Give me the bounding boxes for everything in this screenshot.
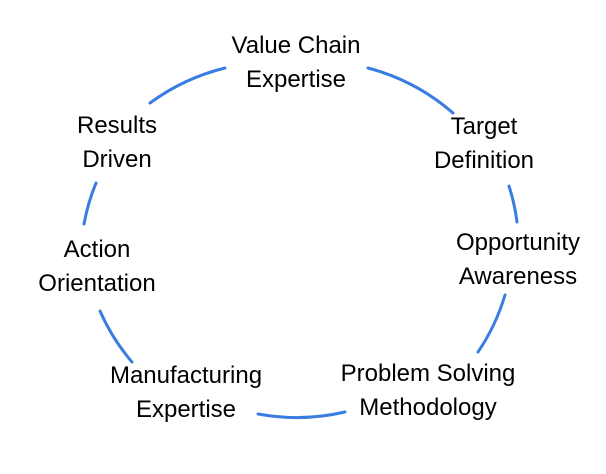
ring-arc-3 xyxy=(476,293,507,354)
node-label-line-1: Results xyxy=(76,112,158,139)
node-label-line-1: Problem Solving xyxy=(340,360,516,387)
node-label-line-2: Definition xyxy=(433,147,535,174)
node-label-line-2: Expertise xyxy=(135,396,237,423)
ring-arc-6 xyxy=(82,181,98,226)
node-label-line-1: Manufacturing xyxy=(109,362,263,389)
node-problem-solving-methodology: Problem Solving Methodology xyxy=(341,357,516,425)
ring-arc-7 xyxy=(148,66,227,105)
node-action-orientation: Action Orientation xyxy=(38,233,155,301)
ring-arc-1 xyxy=(366,66,455,115)
node-label-line-2: Driven xyxy=(82,146,152,173)
node-label-line-1: Value Chain xyxy=(231,32,361,59)
node-results-driven: Results Driven xyxy=(77,109,157,177)
ring-arc-5 xyxy=(98,309,134,364)
node-label-line-2: Orientation xyxy=(38,270,156,297)
node-label-line-1: Target xyxy=(450,113,518,140)
node-label-line-1: Action xyxy=(63,236,131,263)
node-target-definition: Target Definition xyxy=(434,110,534,178)
node-label-line-2: Awareness xyxy=(458,263,578,290)
ring-arc-4 xyxy=(256,410,347,419)
node-label-line-2: Methodology xyxy=(359,394,497,421)
ring-arc-2 xyxy=(507,184,519,224)
node-value-chain-expertise: Value Chain Expertise xyxy=(232,29,361,97)
node-label-line-2: Expertise xyxy=(245,66,347,93)
node-opportunity-awareness: Opportunity Awareness xyxy=(456,226,580,294)
node-label-line-1: Opportunity xyxy=(455,229,581,256)
node-manufacturing-expertise: Manufacturing Expertise xyxy=(110,359,262,427)
